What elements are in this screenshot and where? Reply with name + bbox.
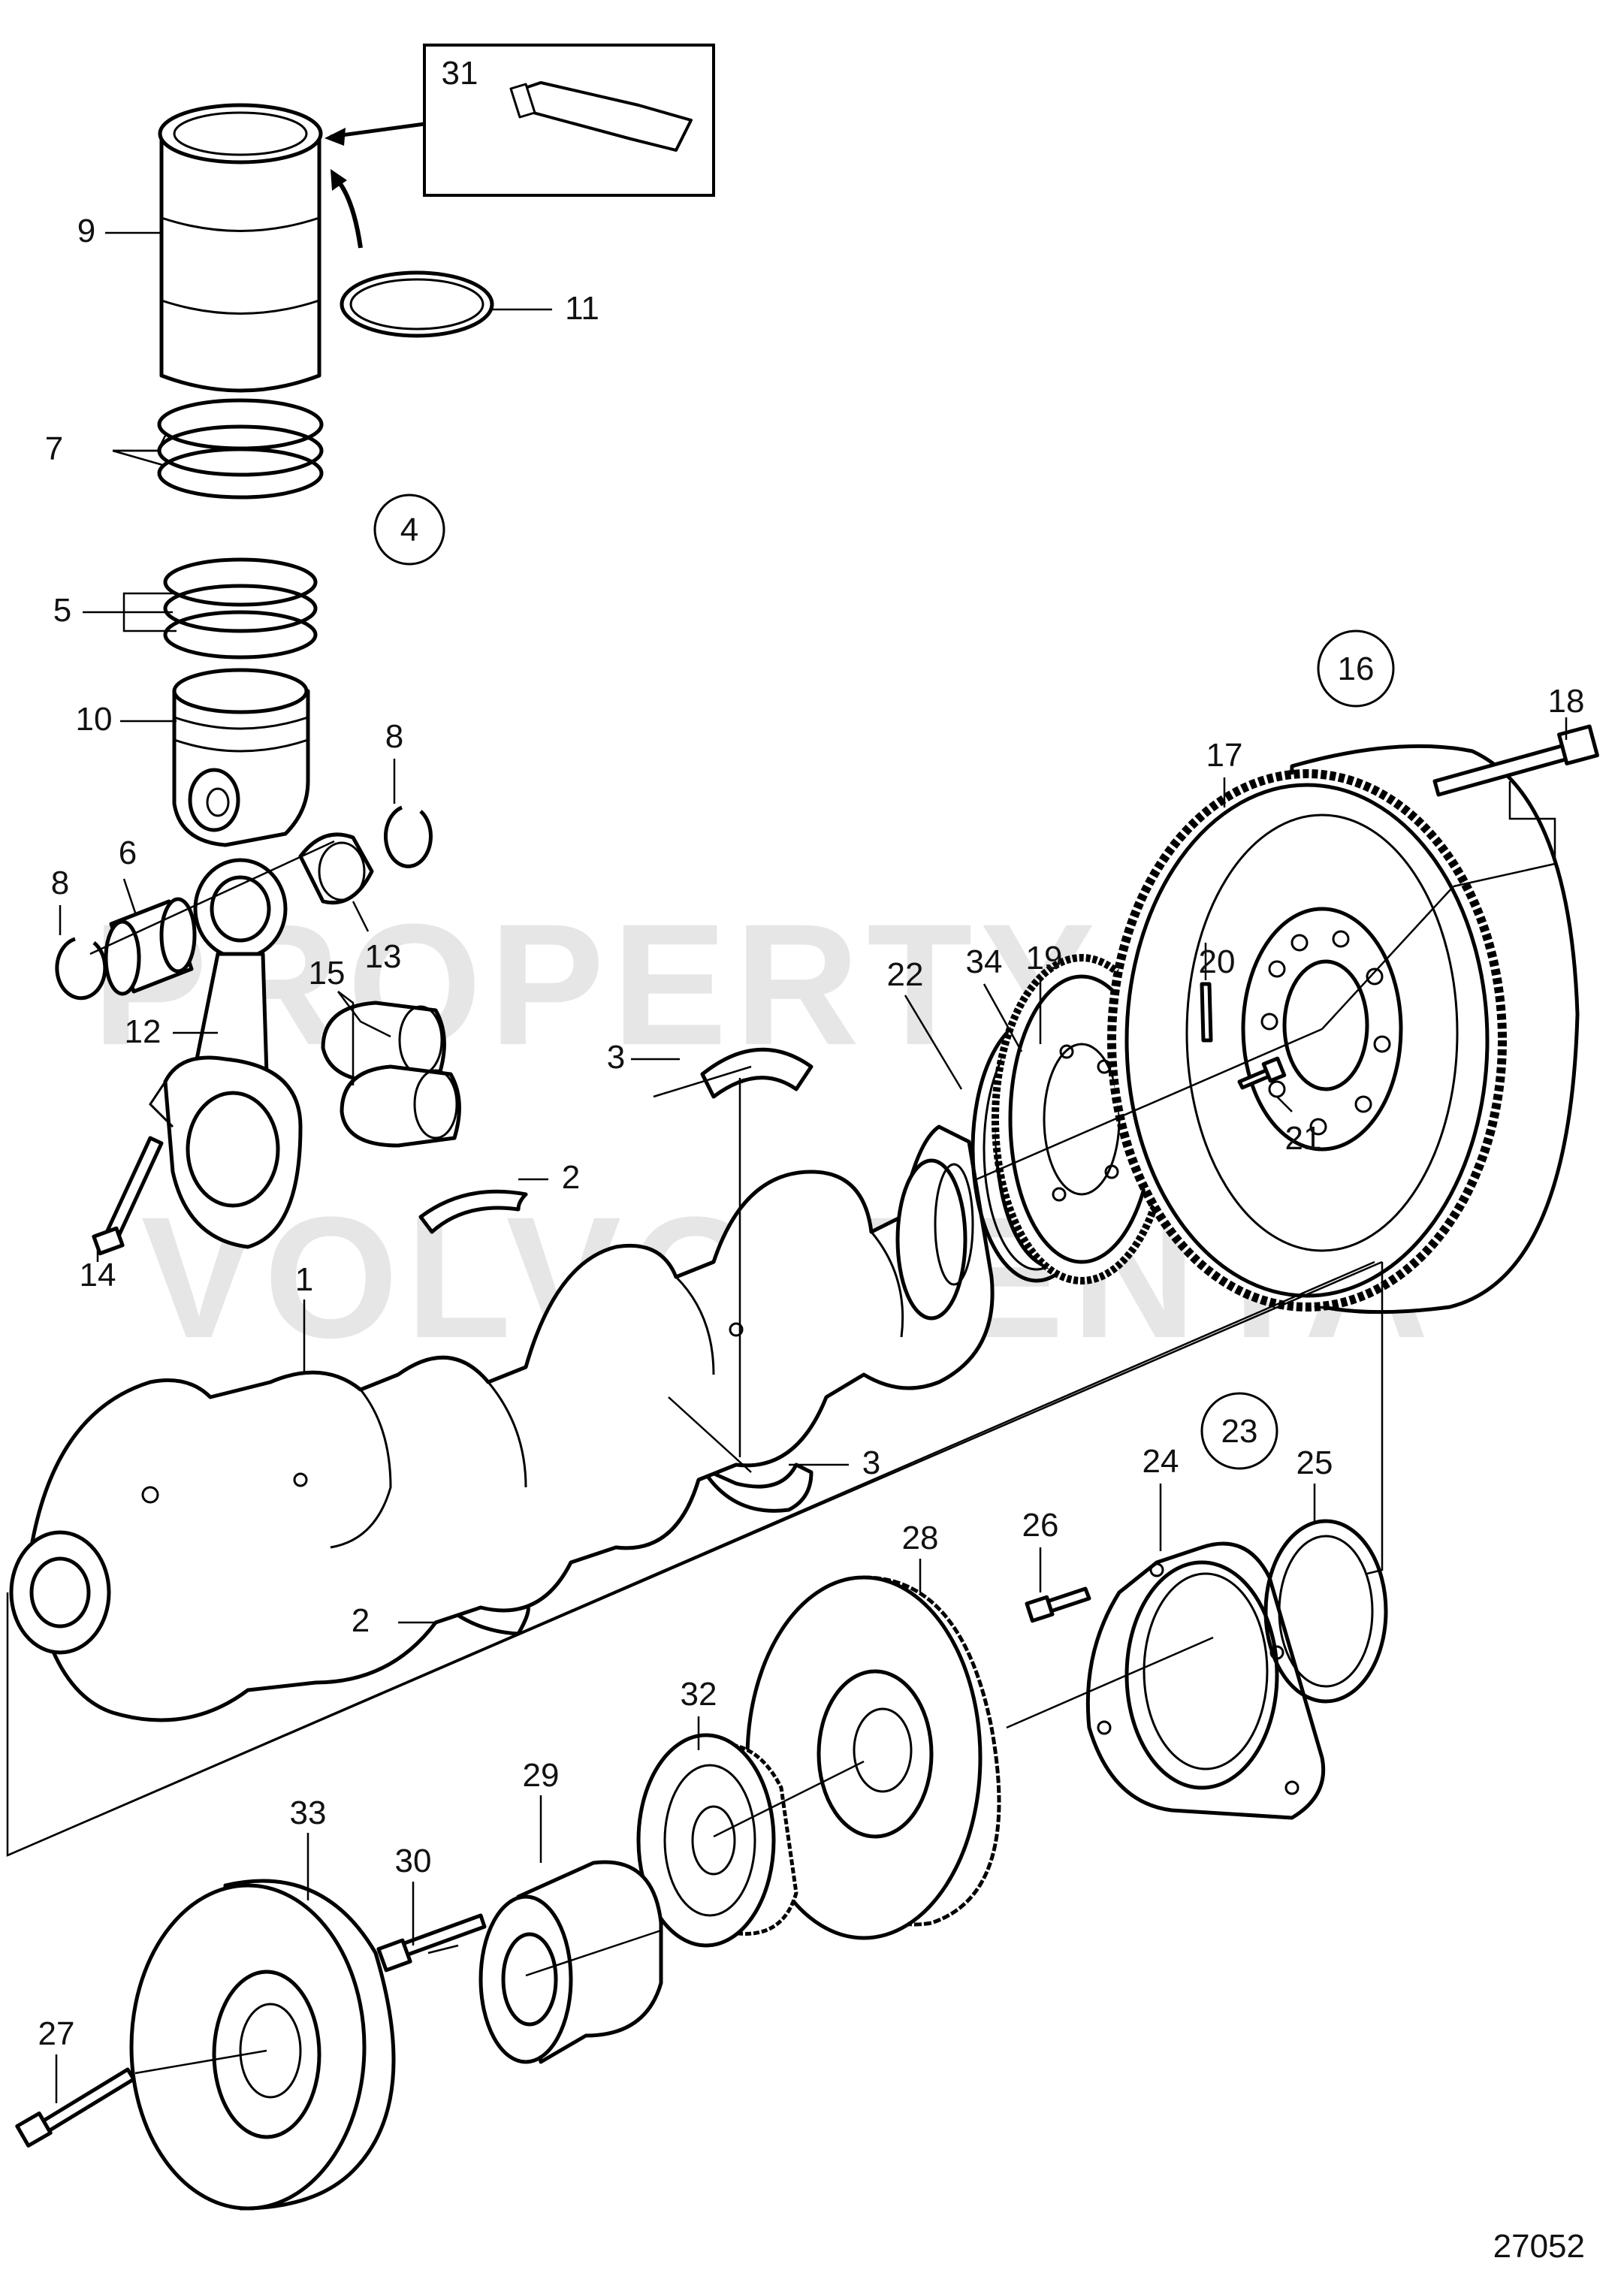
crankshaft bbox=[9, 1124, 995, 1722]
flywheel-small-bolt bbox=[1237, 1056, 1287, 1090]
group-label-16: 16 bbox=[1338, 651, 1375, 687]
flywheel bbox=[1107, 744, 1580, 1315]
callout-labels: 9 11 7 5 10 8 8 6 12 13 15 14 2 1 2 3 3 … bbox=[38, 55, 1585, 2052]
callout-3-lower: 3 bbox=[862, 1444, 880, 1481]
callout-21: 21 bbox=[1285, 1120, 1322, 1157]
liner-seal-ring bbox=[340, 270, 494, 338]
callout-18: 18 bbox=[1548, 683, 1585, 720]
group-circle-23 bbox=[1200, 1392, 1278, 1470]
dowel-pin bbox=[1200, 982, 1213, 1043]
callout-31: 31 bbox=[442, 55, 478, 92]
callout-26: 26 bbox=[1022, 1507, 1059, 1544]
callout-19: 19 bbox=[1026, 940, 1063, 977]
small-end-bushing bbox=[298, 832, 374, 905]
callout-8-left: 8 bbox=[51, 865, 69, 901]
main-bearing-upper bbox=[700, 1047, 814, 1099]
drawing-number: 27052 bbox=[1493, 2228, 1585, 2265]
callout-2-upper: 2 bbox=[562, 1159, 580, 1196]
rear-crank-seal bbox=[1263, 1519, 1388, 1704]
assembly-lines bbox=[6, 781, 1556, 2075]
callout-1: 1 bbox=[295, 1261, 313, 1298]
group-callouts: 4 16 23 bbox=[373, 494, 1395, 1470]
sealant-inset bbox=[324, 44, 715, 197]
piston bbox=[172, 668, 310, 847]
circlip-left bbox=[55, 937, 107, 1001]
callout-33: 33 bbox=[290, 1795, 327, 1831]
circlip-right bbox=[383, 805, 433, 868]
callout-13: 13 bbox=[365, 938, 402, 975]
callout-27: 27 bbox=[38, 2015, 75, 2052]
callout-34: 34 bbox=[966, 943, 1003, 980]
group-circle-4 bbox=[373, 494, 445, 566]
callout-29: 29 bbox=[523, 1757, 560, 1794]
callout-14: 14 bbox=[80, 1257, 116, 1293]
callout-22: 22 bbox=[887, 956, 924, 993]
callout-24: 24 bbox=[1143, 1443, 1179, 1480]
hub-bolt bbox=[376, 1913, 487, 1973]
callout-3-upper: 3 bbox=[607, 1039, 625, 1076]
cylinder-liner bbox=[158, 103, 363, 393]
callout-17: 17 bbox=[1206, 737, 1243, 774]
callout-8-right: 8 bbox=[385, 718, 403, 755]
flywheel-bolt bbox=[1432, 724, 1599, 797]
callout-20: 20 bbox=[1199, 943, 1236, 980]
sealant-tube-icon bbox=[517, 81, 693, 152]
liner-o-rings bbox=[157, 398, 324, 500]
thrust-washer-upper bbox=[418, 1189, 528, 1234]
callout-11: 11 bbox=[565, 290, 599, 327]
callout-30: 30 bbox=[395, 1843, 432, 1879]
cover-bolt bbox=[1025, 1586, 1091, 1623]
group-circle-16 bbox=[1317, 629, 1395, 708]
callout-15: 15 bbox=[309, 955, 346, 992]
damper-bolt bbox=[15, 2067, 136, 2148]
callout-6: 6 bbox=[119, 835, 137, 871]
crankshaft-pulley bbox=[745, 1575, 1001, 1940]
callout-2-lower: 2 bbox=[352, 1602, 370, 1639]
vibration-damper bbox=[129, 1879, 396, 2211]
callout-32: 32 bbox=[681, 1676, 717, 1713]
main-bearing-lower bbox=[700, 1462, 814, 1513]
callout-28: 28 bbox=[902, 1520, 939, 1556]
callout-5: 5 bbox=[53, 592, 71, 629]
group-label-23: 23 bbox=[1221, 1413, 1258, 1450]
con-rod-bolt bbox=[92, 1136, 164, 1256]
piston-rings bbox=[163, 557, 318, 660]
callout-25: 25 bbox=[1296, 1444, 1333, 1481]
callout-10: 10 bbox=[76, 701, 113, 738]
pulley-hub bbox=[636, 1733, 798, 1948]
callout-7: 7 bbox=[45, 430, 63, 467]
piston-pin bbox=[104, 897, 197, 996]
big-end-bearings bbox=[321, 1001, 461, 1148]
group-label-4: 4 bbox=[400, 512, 418, 548]
hub-adapter bbox=[478, 1860, 663, 2064]
callout-9: 9 bbox=[77, 213, 95, 249]
connecting-rod bbox=[149, 858, 303, 1249]
callout-12: 12 bbox=[125, 1013, 161, 1050]
leader-lines bbox=[55, 231, 1568, 2103]
